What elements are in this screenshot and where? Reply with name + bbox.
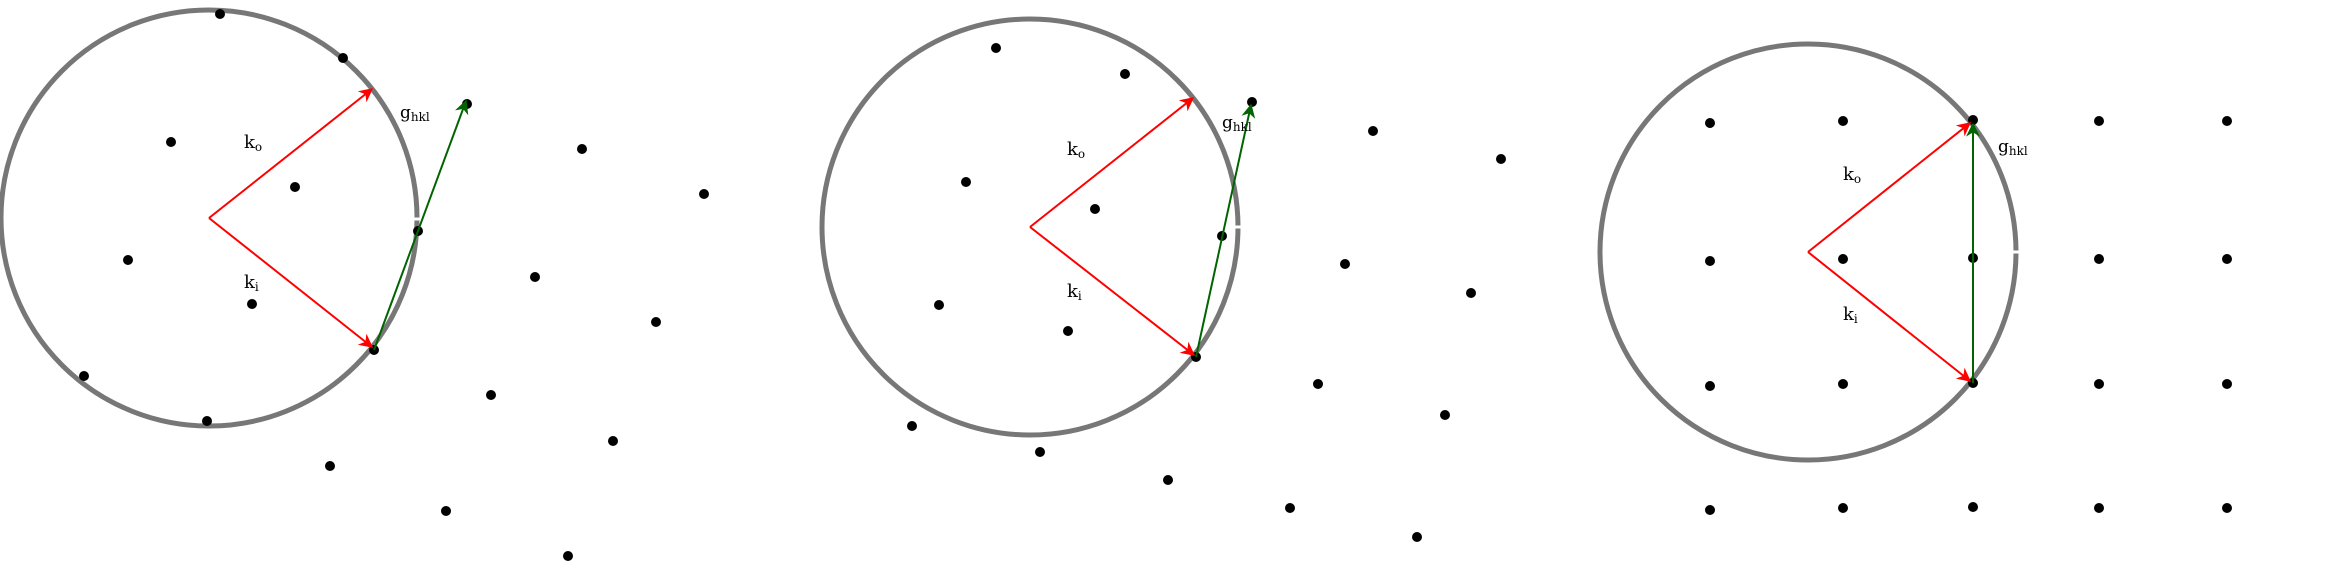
lattice-point <box>699 189 709 199</box>
k-out-vector <box>208 88 374 219</box>
lattice-point <box>290 182 300 192</box>
k-in-label: ki <box>1843 304 1858 326</box>
lattice-point <box>486 390 496 400</box>
lattice-point <box>123 255 133 265</box>
lattice-point <box>1063 326 1073 336</box>
lattice-point <box>1705 381 1715 391</box>
lattice-point <box>1368 126 1378 136</box>
g-hkl-label: ghkl <box>1998 137 2028 158</box>
k-in-vector <box>1029 226 1196 356</box>
lattice-point <box>2094 503 2104 513</box>
lattice-point <box>934 300 944 310</box>
lattice-point <box>1412 532 1422 542</box>
g-hkl-vector <box>1195 103 1256 358</box>
lattice-point <box>215 9 225 19</box>
lattice-point <box>1705 256 1715 266</box>
lattice-point <box>1705 118 1715 128</box>
lattice-point <box>2222 254 2232 264</box>
panel-1: ko ki ghkl <box>0 7 709 561</box>
lattice-point <box>1285 503 1295 513</box>
k-out-label: ko <box>1843 164 1861 186</box>
lattice-point <box>907 421 917 431</box>
k-in-label: ki <box>1067 281 1082 303</box>
panel-3: ko ki ghkl <box>1597 41 2232 515</box>
lattice-point <box>1090 204 1100 214</box>
lattice-point <box>1838 379 1848 389</box>
g-hkl-vector <box>373 99 469 351</box>
lattice-point <box>563 551 573 561</box>
k-in-label: ki <box>244 272 259 294</box>
lattice-point <box>1035 447 1045 457</box>
lattice-point <box>325 461 335 471</box>
lattice-point <box>1838 503 1848 513</box>
lattice-point <box>1496 154 1506 164</box>
k-in-vector <box>208 217 374 348</box>
lattice-point <box>961 177 971 187</box>
k-out-vector <box>1807 122 1972 253</box>
lattice-point <box>1838 254 1848 264</box>
k-out-label: ko <box>1067 139 1085 161</box>
lattice-point <box>1313 379 1323 389</box>
g-hkl-label: ghkl <box>400 103 430 124</box>
k-out-vector <box>1029 97 1195 228</box>
lattice-points <box>1705 115 2232 515</box>
lattice-point <box>2222 379 2232 389</box>
lattice-point <box>2222 503 2232 513</box>
lattice-point <box>2094 254 2104 264</box>
lattice-point <box>1247 97 1257 107</box>
lattice-point <box>1120 69 1130 79</box>
lattice-point <box>79 371 89 381</box>
lattice-point <box>166 137 176 147</box>
lattice-point <box>1838 116 1848 126</box>
lattice-point <box>530 272 540 282</box>
lattice-point <box>2094 116 2104 126</box>
lattice-point <box>1466 288 1476 298</box>
lattice-point <box>2222 116 2232 126</box>
lattice-point <box>608 436 618 446</box>
lattice-point <box>1705 505 1715 515</box>
lattice-point <box>991 43 1001 53</box>
lattice-point <box>651 317 661 327</box>
lattice-point <box>441 506 451 516</box>
lattice-point <box>247 299 257 309</box>
lattice-point <box>202 416 212 426</box>
lattice-point <box>1968 502 1978 512</box>
lattice-point <box>577 144 587 154</box>
lattice-point <box>338 53 348 63</box>
k-out-label: ko <box>244 132 262 154</box>
lattice-point <box>2094 379 2104 389</box>
lattice-point <box>1340 259 1350 269</box>
lattice-point <box>1163 475 1173 485</box>
g-hkl-label: ghkl <box>1222 113 1252 134</box>
panel-2: ko ki ghkl <box>819 16 1506 542</box>
lattice-point <box>1440 410 1450 420</box>
k-in-vector <box>1807 251 1972 382</box>
lattice-points <box>79 9 709 561</box>
